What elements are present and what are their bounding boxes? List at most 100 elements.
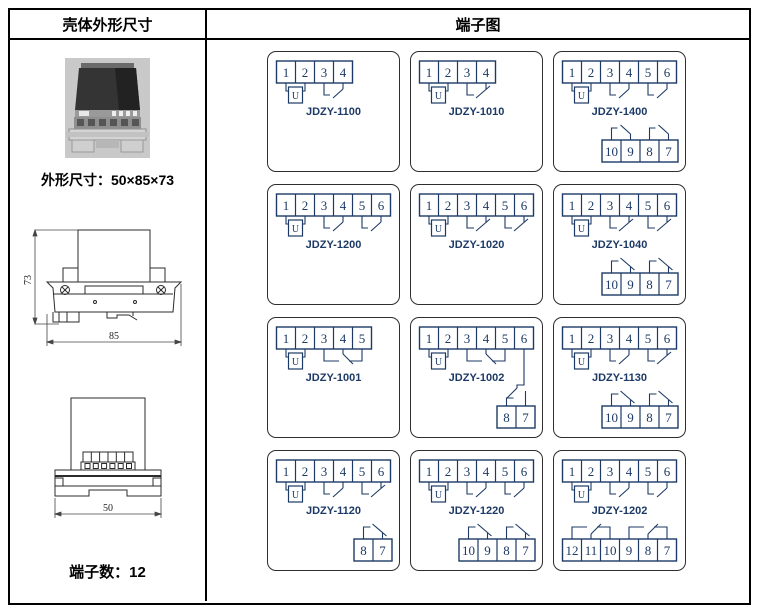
- coil-box: [573, 352, 590, 370]
- terminal-number: 3: [607, 331, 614, 346]
- terminal-number: 5: [359, 198, 366, 213]
- terminal-number: 6: [521, 331, 528, 346]
- coil-label: U: [435, 91, 443, 102]
- model-label: JDZY-1001: [306, 372, 362, 384]
- terminal-number: 3: [321, 464, 328, 479]
- terminal-number: 9: [627, 277, 634, 292]
- terminal-number: 1: [569, 198, 576, 213]
- terminal-number: 5: [502, 331, 509, 346]
- terminal-number: 1: [426, 331, 433, 346]
- terminal-number: 4: [483, 65, 490, 80]
- terminal-number: 8: [646, 410, 653, 425]
- terminal-number: 8: [646, 277, 653, 292]
- terminal-number: 7: [665, 410, 672, 425]
- model-label: JDZY-1002: [449, 372, 505, 384]
- coil-box: [287, 219, 304, 237]
- terminal-number: 6: [664, 331, 671, 346]
- terminal-number: 9: [627, 144, 634, 159]
- terminal-number: 4: [340, 65, 347, 80]
- model-label: JDZY-1040: [592, 239, 648, 251]
- terminal-number: 6: [521, 464, 528, 479]
- model-label: JDZY-1202: [592, 505, 648, 517]
- terminal-number: 5: [359, 331, 366, 346]
- terminal-number: 10: [604, 543, 617, 558]
- model-label: JDZY-1100: [306, 106, 361, 118]
- terminal-number: 3: [464, 198, 471, 213]
- terminal-number: 5: [502, 464, 509, 479]
- terminal-number: 1: [426, 464, 433, 479]
- header-left-cell: 壳体外形尺寸: [10, 10, 207, 38]
- terminal-number: 2: [302, 331, 309, 346]
- terminal-number: 4: [483, 331, 490, 346]
- terminal-number: 3: [607, 464, 614, 479]
- terminal-number: 7: [379, 543, 386, 558]
- model-label: JDZY-1200: [306, 239, 362, 251]
- coil-box: [430, 86, 447, 104]
- coil-box: [287, 485, 304, 503]
- terminal-number: 2: [588, 198, 595, 213]
- terminal-number: 4: [626, 331, 633, 346]
- terminal-number: 5: [359, 464, 366, 479]
- terminal-number: 1: [283, 331, 290, 346]
- terminal-number: 2: [302, 464, 309, 479]
- left-panel: 外形尺寸：50×85×73: [10, 40, 207, 601]
- terminal-number: 4: [483, 198, 490, 213]
- terminal-number: 4: [626, 464, 633, 479]
- terminal-number: 8: [360, 543, 367, 558]
- side-width-dim: 85: [109, 331, 119, 342]
- terminal-number: 2: [588, 65, 595, 80]
- terminal-number: 2: [588, 331, 595, 346]
- terminal-number: 5: [502, 198, 509, 213]
- terminal-number: 1: [283, 65, 290, 80]
- terminal-number: 10: [462, 543, 475, 558]
- dimension-text: 外形尺寸：50×85×73: [40, 172, 175, 188]
- terminal-number: 5: [645, 331, 652, 346]
- terminal-number: 7: [522, 543, 529, 558]
- terminal-number: 3: [464, 464, 471, 479]
- side-height-dim: 73: [23, 275, 34, 285]
- terminal-number: 6: [378, 198, 385, 213]
- header-right-cell: 端子图: [207, 10, 749, 38]
- terminal-number: 8: [646, 144, 653, 159]
- terminal-number: 1: [569, 331, 576, 346]
- terminal-number: 2: [445, 65, 452, 80]
- terminal-number: 2: [445, 198, 452, 213]
- coil-label: U: [435, 224, 443, 235]
- terminal-number: 11: [585, 543, 598, 558]
- terminal-number: 9: [627, 410, 634, 425]
- front-view-drawing: 50: [53, 397, 162, 518]
- terminal-number: 10: [605, 410, 618, 425]
- terminal-number: 5: [645, 464, 652, 479]
- side-view-drawing: 73 85: [23, 228, 182, 346]
- coil-box: [430, 485, 447, 503]
- coil-label: U: [435, 357, 443, 368]
- terminal-number: 12: [566, 543, 579, 558]
- coil-box: [287, 86, 304, 104]
- terminal-number: 4: [483, 464, 490, 479]
- terminal-number: 4: [626, 198, 633, 213]
- terminal-number: 10: [605, 144, 618, 159]
- terminal-number: 3: [321, 198, 328, 213]
- terminal-number: 1: [283, 198, 290, 213]
- terminal-number: 8: [503, 543, 510, 558]
- terminal-number: 4: [340, 331, 347, 346]
- terminal-number: 1: [569, 65, 576, 80]
- product-photo: [65, 58, 150, 158]
